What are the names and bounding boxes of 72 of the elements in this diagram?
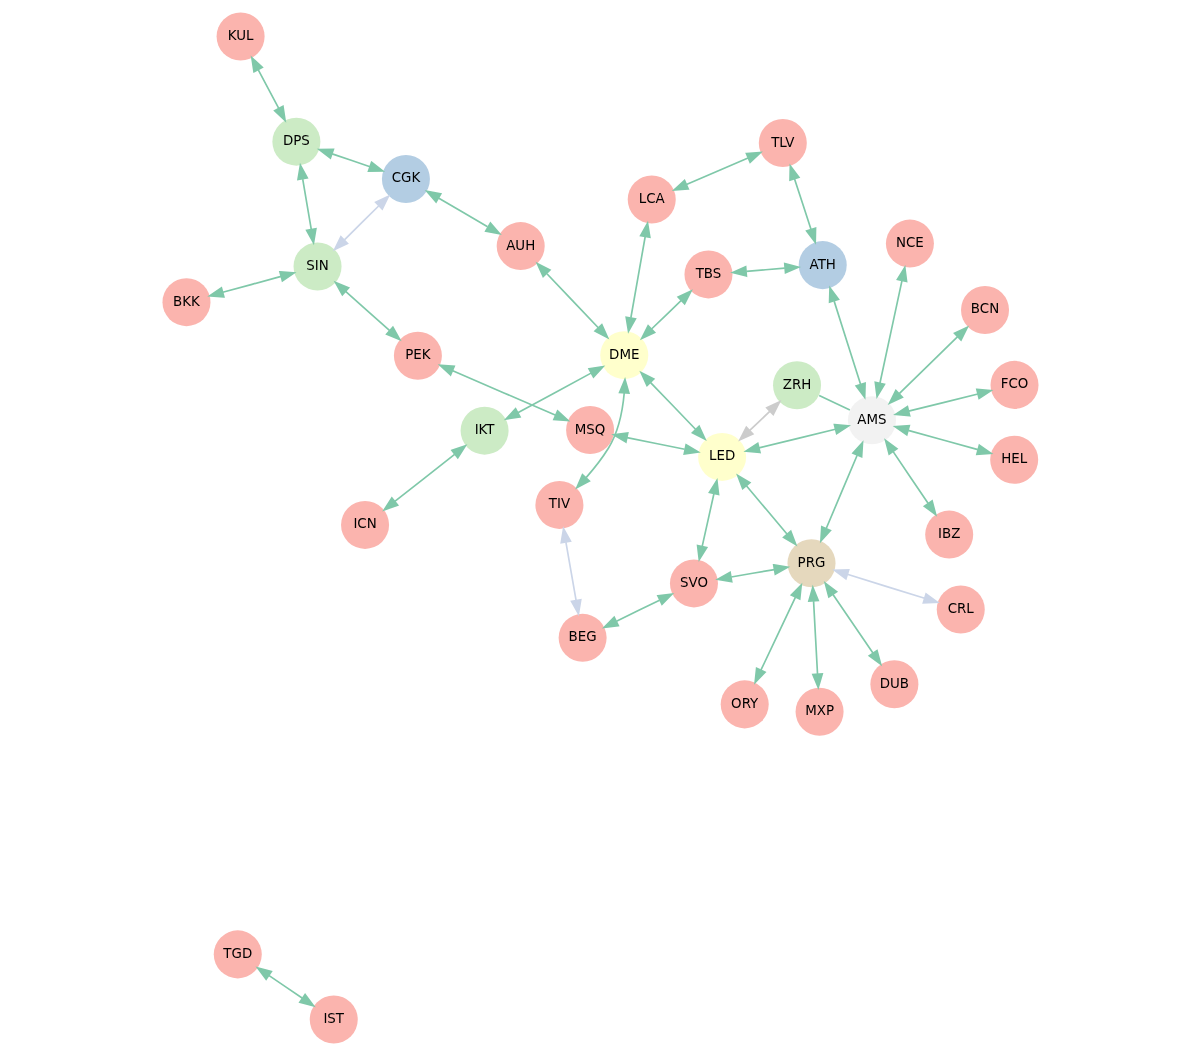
node-circle: ZRH [772, 361, 821, 410]
node-circle: ATH [798, 241, 847, 290]
arrow [638, 370, 707, 441]
arrow [610, 431, 701, 455]
arrow [296, 162, 317, 246]
node-circle: TBS [683, 250, 732, 299]
node-circle: DPS [271, 117, 320, 166]
arrow [437, 364, 570, 422]
arrow [316, 148, 385, 173]
node-circle: IBZ [924, 510, 973, 559]
arrow [737, 400, 781, 442]
arrow [624, 220, 651, 334]
arrow [729, 262, 801, 278]
node-circle: FCO [990, 360, 1039, 409]
arrow [206, 270, 297, 298]
node-circle: SIN [293, 242, 342, 291]
arrow [381, 444, 467, 512]
arrow [559, 526, 582, 617]
node-circle: AUH [496, 222, 545, 271]
node-circle: KUL [216, 12, 265, 61]
node-circle: ORY [720, 680, 769, 729]
arrow [601, 593, 674, 629]
arrow [831, 568, 940, 604]
node-circle: BKK [161, 278, 210, 327]
arrow [250, 55, 286, 123]
arrow [255, 966, 316, 1008]
arrow [828, 285, 866, 400]
connector [817, 394, 851, 411]
arrow [333, 280, 402, 342]
arrow [535, 261, 609, 340]
arrow [819, 440, 863, 544]
arrow [503, 365, 605, 421]
arrow [574, 376, 630, 490]
node-circle: TGD [213, 930, 262, 979]
node-circle: HEL [989, 435, 1038, 484]
node-circle: CRL [936, 585, 985, 634]
arrow [332, 194, 390, 252]
node-circle: CGK [381, 154, 430, 203]
node-circle: PRG [787, 539, 835, 588]
node-circle: BEG [558, 613, 607, 662]
arrow [696, 477, 720, 563]
node-circle: DME [599, 331, 648, 380]
arrow [753, 582, 802, 685]
arrow [424, 189, 502, 236]
arrow [883, 438, 937, 517]
node-circle: DUB [869, 660, 918, 709]
node-circle: LED [697, 432, 746, 481]
node-circle: LCA [627, 175, 676, 224]
arrow [807, 584, 823, 691]
node-circle: TLV [758, 119, 807, 168]
arrow [735, 473, 797, 547]
arrow [714, 563, 790, 583]
node-circle: SVO [669, 559, 718, 608]
arrow [873, 264, 908, 399]
node-circle: NCE [885, 219, 934, 268]
node-circle: MSQ [565, 406, 614, 455]
arrow [887, 325, 969, 405]
arrow [823, 581, 882, 667]
arrow [892, 388, 993, 417]
node-circle: MXP [795, 687, 844, 736]
node-circle: PEK [393, 331, 442, 380]
node-circle: IST [309, 995, 358, 1044]
node-circle: BCN [960, 286, 1009, 335]
arrow [742, 423, 851, 454]
node-circle: ICN [340, 500, 389, 549]
arrow [788, 163, 816, 245]
arrow [892, 424, 993, 456]
node-circle: AMS [847, 396, 896, 445]
arrow [671, 151, 763, 191]
node-circle: IKT [460, 406, 509, 455]
arrow [639, 289, 693, 341]
node-circle: TIV [534, 480, 583, 529]
